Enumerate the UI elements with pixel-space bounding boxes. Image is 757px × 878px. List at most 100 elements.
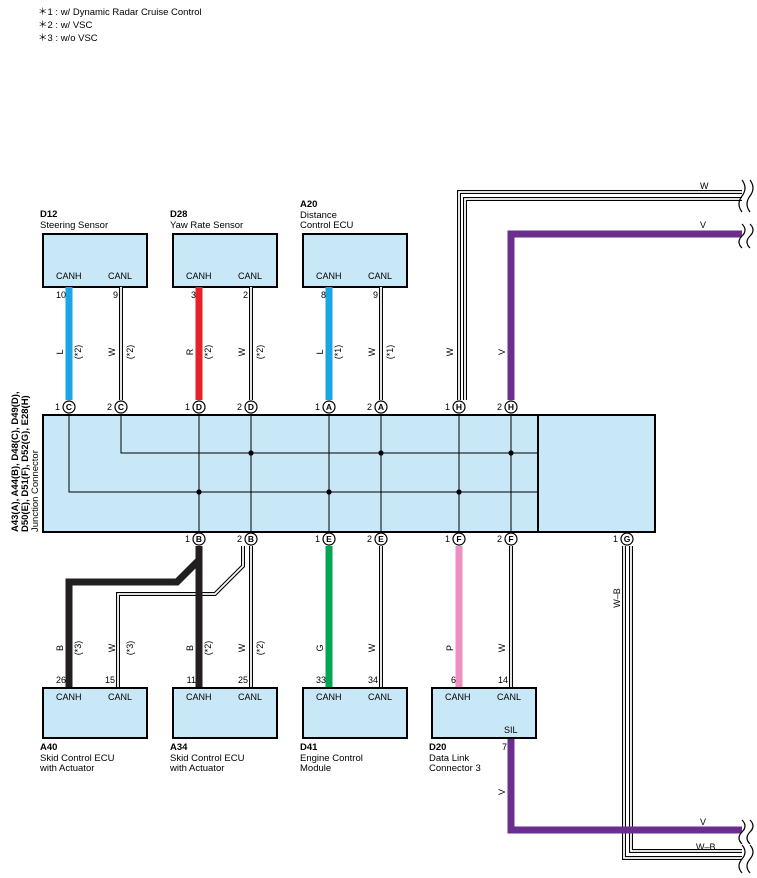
wire-color-code: V [497,349,507,355]
connector-letter: D [248,402,254,412]
pin-number: 6 [451,675,456,685]
connector-circle [322,532,336,546]
wire-color-code: W [107,643,117,652]
wire-note: (*2) [73,345,83,360]
pin-number: 1 [445,534,450,544]
canh-label: CANH [316,271,342,281]
splice-dot [378,450,384,456]
footnotes: ＊1 : w/ Dynamic Radar Cruise Control ＊2 … [38,6,202,45]
component-name: Skid Control ECU [170,753,245,764]
canl-label: CANL [368,271,392,281]
wire-note: (*2) [255,345,265,360]
canh-label: CANH [316,692,342,702]
component-code: D20 [429,742,446,753]
connector-letter: E [378,534,384,544]
wire-color-code: L [315,349,325,354]
connector-circle [192,400,206,414]
junction-box [42,414,656,533]
connector-circle [374,400,388,414]
component-code: D28 [170,209,187,220]
component-name: Steering Sensor [40,220,108,231]
component-code: D41 [300,742,318,753]
wire-color-code: W [497,643,507,652]
wire-note: (*2) [125,345,135,360]
component-box [42,233,148,288]
component-box [302,687,408,739]
footnote-2: ＊2 : w/ VSC [38,20,93,31]
component-name: Connector 3 [429,763,481,774]
wire-color-code: W [107,347,117,356]
wire-color-code: V [497,789,507,795]
component-name: Engine Control [300,753,363,764]
wire-color-code: B [55,645,65,651]
footnote-3: ＊3 : w/o VSC [38,33,98,44]
component-code: D12 [40,209,57,220]
continuation-label: W–B [696,842,716,852]
pin-number: 1 [55,402,60,412]
component-name: Yaw Rate Sensor [170,220,243,231]
continuation-label: V [700,220,706,230]
connector-circle [452,400,466,414]
connector-circle [374,532,388,546]
connector-letter: A [326,402,332,412]
wire-note: (*3) [125,641,135,656]
connector-circle [620,532,634,546]
pin-number: 2 [243,290,248,300]
pin-number: 7 [502,742,507,752]
splice-dot [248,450,254,456]
component-box [172,233,278,288]
component-box [42,687,148,739]
canl-label: CANL [238,692,262,702]
component-name: Skid Control ECU [40,753,115,764]
component-name: with Actuator [39,763,94,774]
connector-letter: D [196,402,202,412]
wire-note: (*1) [333,345,343,360]
pin-number: 1 [613,534,618,544]
wire-color-code: W [237,643,247,652]
component-name: Control ECU [300,220,353,231]
canl-label: CANL [108,692,132,702]
component-box [172,687,278,739]
pin-number: 3 [191,290,196,300]
component-name: Distance [300,210,337,221]
connector-letter: G [624,534,631,544]
wire-color-code: G [315,644,325,651]
connector-circle [192,532,206,546]
canh-label: CANH [56,692,82,702]
pin-number: 2 [107,402,112,412]
pin-number: 9 [373,290,378,300]
connector-letter: A [378,402,384,412]
wire-break-mark [738,819,754,845]
wire-a40-canh [65,546,203,688]
wire-color-code: W [237,347,247,356]
canh-label: CANH [186,692,212,702]
wire-h1-core [458,191,742,400]
wire-dlc-v [507,738,742,834]
wire-note: (*2) [203,641,213,656]
canh-label: CANH [56,271,82,281]
pin-number: 1 [315,402,320,412]
connector-letter: C [66,402,72,412]
continuation-label: V [700,817,706,827]
pin-number: 11 [187,675,196,685]
connector-circle [244,532,258,546]
component-name: with Actuator [169,763,224,774]
connector-circle [504,532,518,546]
canl-label: CANL [497,692,521,702]
wire-break-mark [738,179,754,213]
connector-letter: B [248,534,254,544]
wire-break-mark [738,223,754,249]
splice-dot [326,489,332,495]
component-box [302,233,408,288]
wire-note: (*3) [73,641,83,656]
canl-label: CANL [368,692,392,702]
connector-letter: C [118,402,124,412]
splice-dot [196,489,202,495]
pin-number: 33 [316,675,326,685]
component-name: Module [300,763,331,774]
pin-number: 2 [367,402,372,412]
sil-label: SIL [504,725,518,735]
pin-number: 1 [185,534,190,544]
connector-letter: B [196,534,202,544]
pin-number: 1 [315,534,320,544]
